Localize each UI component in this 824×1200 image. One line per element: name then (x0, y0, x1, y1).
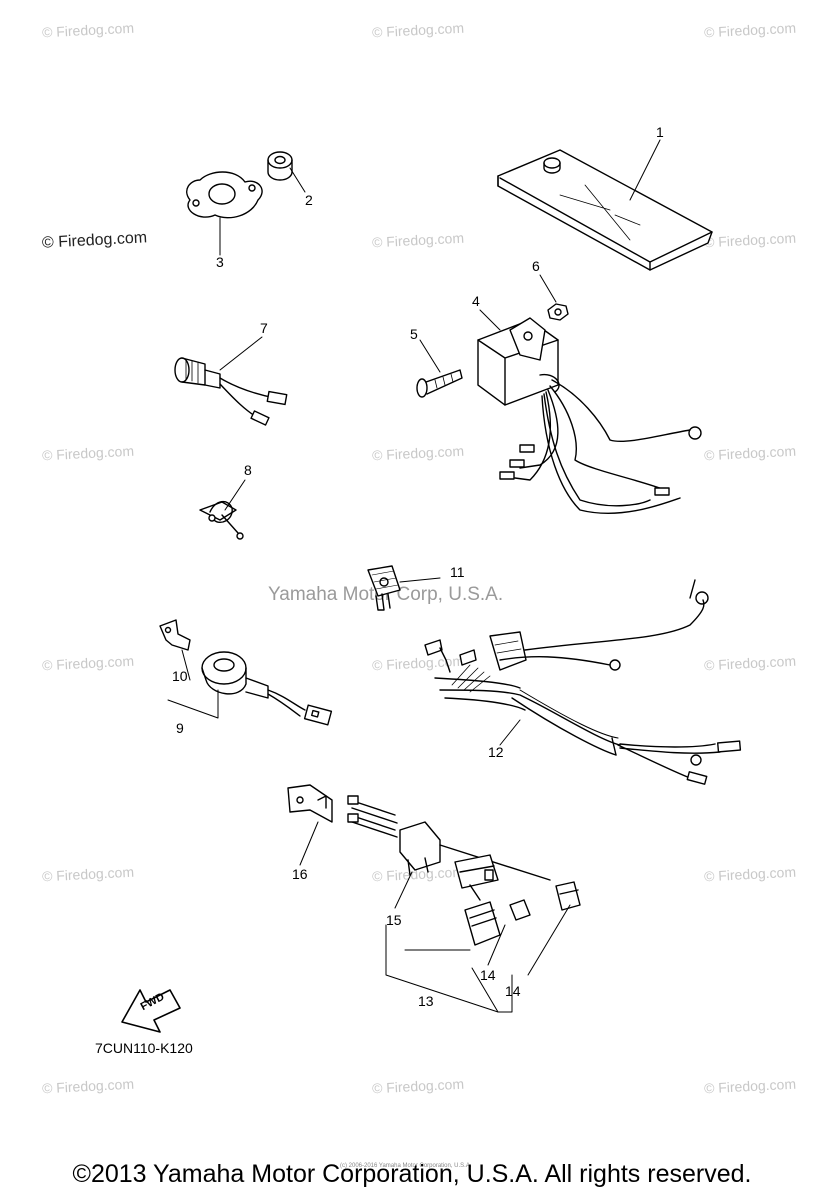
callout-14b: 14 (505, 983, 521, 999)
part-4-cdi-unit (477, 317, 702, 514)
part-6-nut (547, 303, 569, 321)
callout-4: 4 (472, 293, 480, 309)
diagram-code: 7CUN110-K120 (95, 1040, 193, 1056)
part-3-plate (186, 171, 263, 219)
callout-15: 15 (386, 912, 402, 928)
part-16-bracket (287, 784, 333, 823)
callout-12: 12 (488, 744, 504, 760)
callout-16: 16 (292, 866, 308, 882)
fwd-arrow-icon (121, 989, 181, 1033)
part-9-main-switch (159, 619, 333, 726)
callout-7: 7 (260, 320, 268, 336)
part-15-fuse-holder (347, 795, 551, 881)
callout-5: 5 (410, 326, 418, 342)
callout-6: 6 (532, 258, 540, 274)
tiny-copyright: (c) 2006-2016 Yamaha Motor Corporation, … (340, 1163, 472, 1169)
callout-13: 13 (418, 993, 434, 1009)
callout-9: 9 (176, 720, 184, 736)
callout-2: 2 (305, 192, 313, 208)
callout-10: 10 (172, 668, 188, 684)
part-13-fuse (454, 854, 581, 946)
callout-1: 1 (656, 124, 664, 140)
part-2-grommet (267, 151, 293, 181)
part-12-wire-harness (424, 579, 742, 785)
part-8-clip (199, 501, 244, 540)
callout-11: 11 (450, 564, 465, 580)
part-11-rectifier (367, 565, 401, 611)
part-5-bolt (416, 369, 463, 398)
part-1-pad (497, 149, 713, 271)
callout-14a: 14 (480, 967, 496, 983)
callout-3: 3 (216, 254, 224, 270)
callout-8: 8 (244, 462, 252, 478)
footer-copyright: ©2013 Yamaha Motor Corporation, U.S.A. A… (72, 1160, 752, 1188)
leader-lines (167, 139, 661, 1013)
part-7-stop-switch (174, 357, 288, 426)
